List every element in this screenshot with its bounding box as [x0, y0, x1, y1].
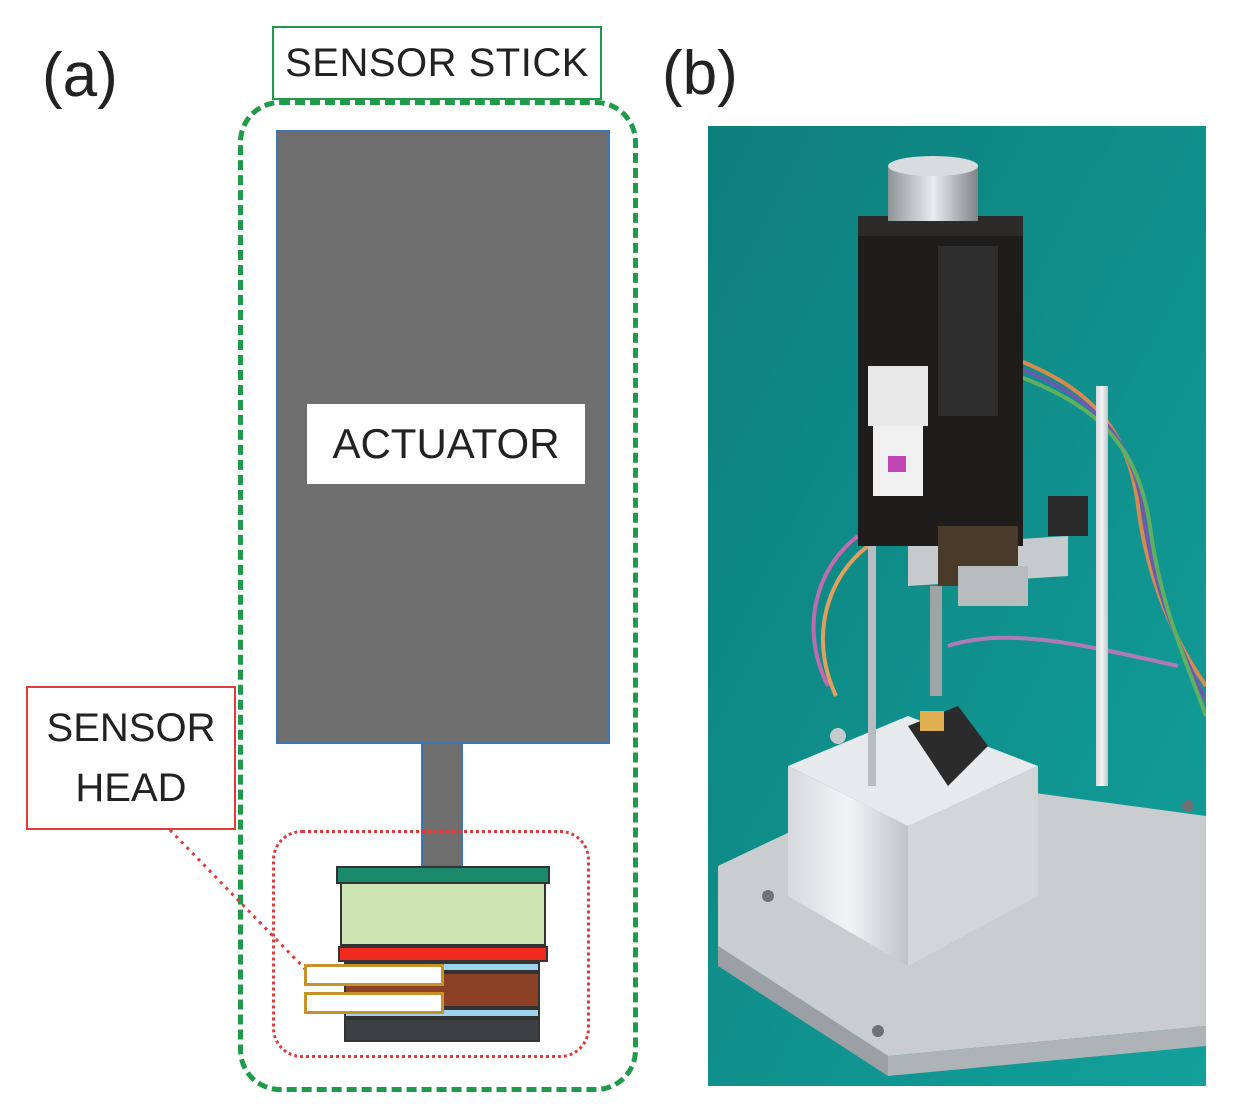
upper-electrode-tab	[304, 964, 444, 986]
sensor-stick-label: SENSOR STICK	[272, 26, 602, 100]
sensor-head-outline	[272, 830, 590, 1058]
red-layer	[338, 946, 548, 962]
device-photograph	[708, 126, 1206, 1086]
sensor-head-label-line1: SENSOR	[46, 706, 216, 750]
panel-a-label: (a)	[42, 41, 118, 110]
panel-b-label: (b)	[662, 39, 738, 108]
actuator-shaft	[421, 744, 463, 868]
sensor-stick-outline	[238, 100, 638, 1092]
lower-electrode-tab	[304, 992, 444, 1014]
sensor-head-label: SENSOR HEAD	[26, 686, 236, 830]
green-block-layer	[340, 884, 546, 946]
sensor-head-label-line2: HEAD	[75, 766, 187, 810]
actuator-label: ACTUATOR	[307, 404, 585, 484]
top-plate-layer	[336, 866, 550, 884]
base-layer	[344, 1018, 540, 1042]
